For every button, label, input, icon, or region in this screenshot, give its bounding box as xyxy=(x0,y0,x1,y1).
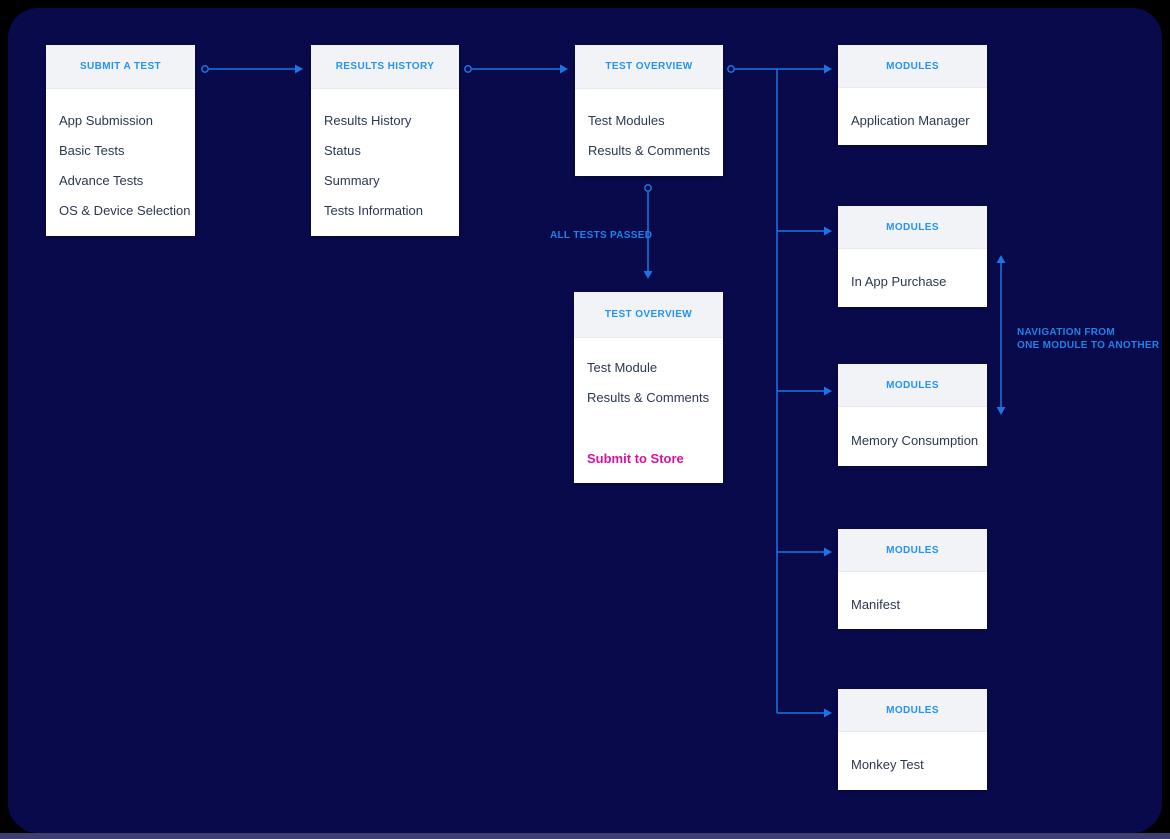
card-module-in-app-purchase: MODULES In App Purchase xyxy=(838,206,987,307)
menu-item-tests-information[interactable]: Tests Information xyxy=(324,202,423,218)
menu-item-basic-tests[interactable]: Basic Tests xyxy=(59,142,125,158)
card-body: Test Modules Results & Comments xyxy=(575,89,723,165)
card-title-modules: MODULES xyxy=(838,689,987,732)
card-title-modules: MODULES xyxy=(838,529,987,572)
menu-item-manifest[interactable]: Manifest xyxy=(851,596,901,612)
label-navigation-line1: NAVIGATION FROM xyxy=(1017,327,1116,338)
card-results-history: RESULTS HISTORY Results History Status S… xyxy=(311,45,459,236)
card-submit-a-test: SUBMIT A TEST App Submission Basic Tests… xyxy=(46,45,195,236)
menu-item-application-manager[interactable]: Application Manager xyxy=(851,112,970,128)
menu-item-advance-tests[interactable]: Advance Tests xyxy=(59,172,144,188)
menu-item-monkey-test[interactable]: Monkey Test xyxy=(851,756,924,772)
bottom-bar xyxy=(0,833,1170,839)
card-module-memory-consumption: MODULES Memory Consumption xyxy=(838,364,987,466)
menu-item-results-comments[interactable]: Results & Comments xyxy=(587,389,710,405)
card-title-test-overview: TEST OVERVIEW xyxy=(575,45,723,89)
menu-item-results-comments[interactable]: Results & Comments xyxy=(588,142,711,158)
card-body: Test Module Results & Comments Submit to… xyxy=(574,338,723,473)
card-title-modules: MODULES xyxy=(838,364,987,407)
card-test-overview-submit: TEST OVERVIEW Test Module Results & Comm… xyxy=(574,292,723,483)
card-body: Monkey Test xyxy=(838,732,987,779)
menu-item-in-app-purchase[interactable]: In App Purchase xyxy=(851,273,947,289)
label-navigation-line2: ONE MODULE TO ANOTHER xyxy=(1017,340,1160,351)
card-test-overview: TEST OVERVIEW Test Modules Results & Com… xyxy=(575,45,723,176)
card-body: Manifest xyxy=(838,572,987,619)
card-module-application-manager: MODULES Application Manager xyxy=(838,45,987,145)
label-navigation: NAVIGATION FROM ONE MODULE TO ANOTHER xyxy=(1017,326,1159,352)
menu-item-memory-consumption[interactable]: Memory Consumption xyxy=(851,432,979,448)
card-title-results-history: RESULTS HISTORY xyxy=(311,45,459,89)
card-title-modules: MODULES xyxy=(838,206,987,249)
card-body: Results History Status Summary Tests Inf… xyxy=(311,89,459,225)
label-all-tests-passed: ALL TESTS PASSED xyxy=(550,230,653,241)
card-title-test-overview-submit: TEST OVERVIEW xyxy=(574,292,723,338)
menu-item-results-history[interactable]: Results History xyxy=(324,112,412,128)
menu-item-status[interactable]: Status xyxy=(324,142,361,158)
card-body: Memory Consumption xyxy=(838,407,987,455)
menu-item-test-modules[interactable]: Test Modules xyxy=(588,112,665,128)
card-module-monkey-test: MODULES Monkey Test xyxy=(838,689,987,790)
card-body: App Submission Basic Tests Advance Tests… xyxy=(46,89,195,225)
menu-item-os-device-selection[interactable]: OS & Device Selection xyxy=(59,202,191,218)
card-body: In App Purchase xyxy=(838,249,987,296)
submit-to-store-button[interactable]: Submit to Store xyxy=(587,450,684,466)
card-title-submit-a-test: SUBMIT A TEST xyxy=(46,45,195,89)
menu-item-app-submission[interactable]: App Submission xyxy=(59,112,153,128)
menu-item-summary[interactable]: Summary xyxy=(324,172,380,188)
menu-item-test-module[interactable]: Test Module xyxy=(587,359,658,375)
card-title-modules: MODULES xyxy=(838,45,987,88)
card-module-manifest: MODULES Manifest xyxy=(838,529,987,629)
card-body: Application Manager xyxy=(838,88,987,135)
